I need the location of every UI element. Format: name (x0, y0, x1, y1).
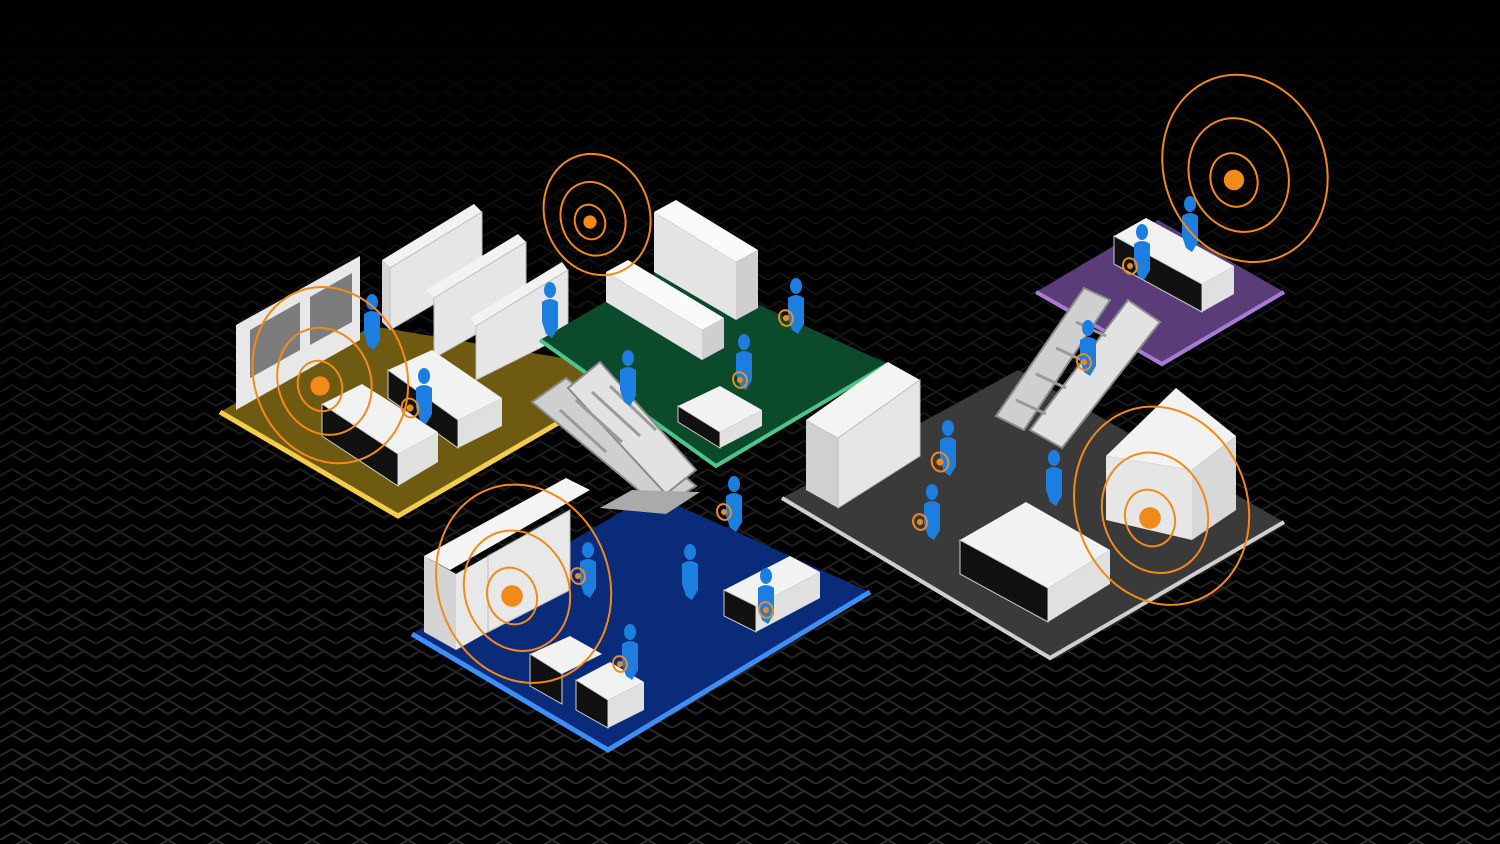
counter-icon (959, 502, 1110, 623)
shelf-icon (606, 200, 758, 360)
beacon-icon (612, 655, 628, 673)
person-icon (1046, 450, 1062, 506)
beacon-icon (1076, 353, 1092, 371)
beacon-icon (400, 397, 420, 419)
person-icon (924, 484, 940, 540)
shelf-icon (1106, 388, 1236, 540)
person-icon (726, 476, 742, 532)
beacon-icon (435, 483, 613, 684)
person-icon (1134, 224, 1150, 280)
beacon-icon (758, 601, 774, 619)
person-icon (364, 294, 380, 350)
beacon-icon (570, 567, 586, 585)
beacon-icon (716, 503, 732, 521)
green-zone (538, 200, 890, 469)
person-icon (542, 282, 558, 338)
person-icon (620, 350, 636, 406)
beacon-icon (1161, 73, 1329, 264)
person-icon (758, 568, 774, 624)
beacon-icon (732, 371, 748, 389)
beacon-icon (542, 152, 652, 277)
person-icon (682, 544, 698, 600)
gray-zone (780, 362, 1286, 661)
display-wall-icon (806, 362, 921, 509)
shelf-icon (382, 204, 569, 381)
person-icon (940, 420, 956, 476)
person-icon (416, 368, 432, 424)
beacon-icon (251, 285, 410, 465)
beacon-icon (1073, 405, 1251, 606)
beacon-icon (930, 451, 950, 473)
person-icon (580, 542, 596, 598)
counter-icon (677, 386, 762, 449)
people-layer (364, 196, 1198, 680)
escalator-icon (530, 360, 700, 514)
beacon-icon (1122, 257, 1138, 275)
beacon-icon (778, 309, 794, 327)
beacon-icon (912, 513, 928, 531)
beacons-layer (251, 73, 1329, 684)
